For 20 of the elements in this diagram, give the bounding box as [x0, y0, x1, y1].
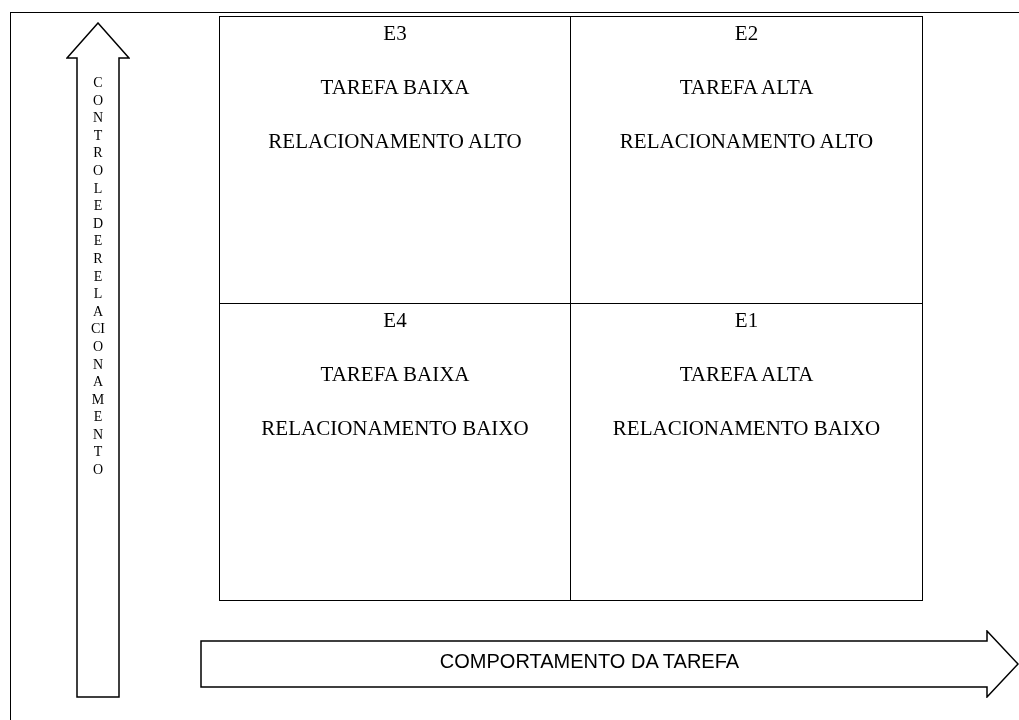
axis-label: COMPORTAMENTO DA TAREFA: [438, 650, 741, 673]
quadrant-cell: [570, 303, 923, 601]
quadrant-text: RELACIONAMENTO ALTO: [618, 129, 875, 154]
quadrant-text: RELACIONAMENTO BAIXO: [260, 416, 530, 441]
quadrant-text: RELACIONAMENTO ALTO: [267, 129, 523, 154]
quadrant-title: E4: [382, 308, 408, 333]
axis-label: CONTROLE DE RELACIONAMENTO: [90, 74, 106, 479]
quadrant-cell: [219, 16, 571, 304]
quadrant-cell: [570, 16, 923, 304]
block-arrow: [66, 22, 130, 698]
quadrant-cell: [219, 303, 571, 601]
quadrant-text: TAREFA ALTA: [678, 362, 815, 387]
quadrant-text: TAREFA BAIXA: [319, 362, 471, 387]
quadrant-title: E2: [733, 21, 760, 46]
quadrant-text: TAREFA BAIXA: [319, 75, 471, 100]
quadrant-text: RELACIONAMENTO BAIXO: [611, 416, 882, 441]
block-arrow: [200, 630, 1019, 698]
quadrant-title: E1: [733, 308, 760, 333]
quadrant-title: E3: [382, 21, 408, 46]
quadrant-text: TAREFA ALTA: [678, 75, 815, 100]
